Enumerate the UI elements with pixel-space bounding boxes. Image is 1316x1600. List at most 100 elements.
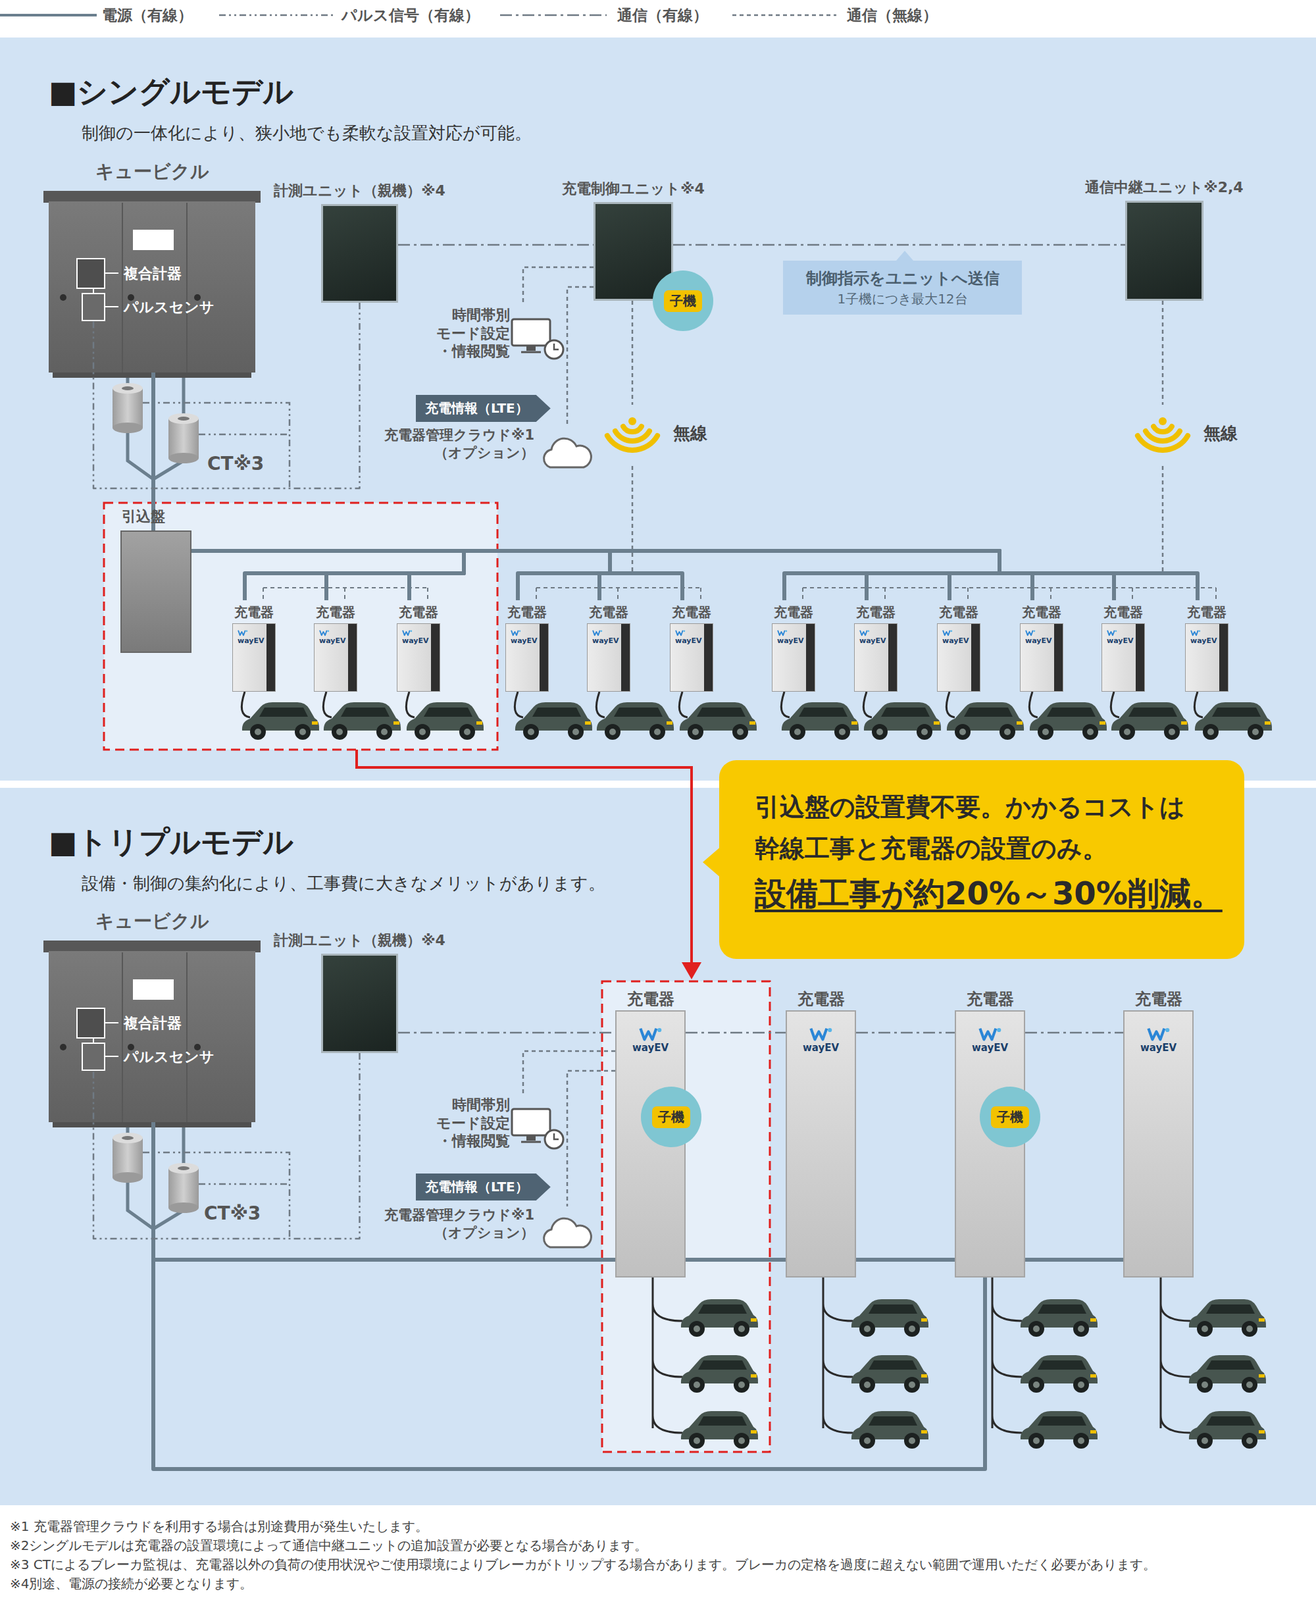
- node-label: 無線: [673, 421, 708, 445]
- node-label: 1子機につき最大12台: [836, 290, 968, 308]
- brand-mark: [675, 629, 686, 637]
- brand-mark: [1106, 629, 1118, 637]
- monitor-label: 時間帯別 モード設定 ・情報閲覧: [421, 1094, 560, 1154]
- connector: [191, 550, 1000, 601]
- slave-badge: 子機: [979, 1086, 1041, 1147]
- callout-box: 制御指示をユニットへ送信1子機につき最大12台: [783, 260, 1022, 315]
- node-label: パルスセンサ: [123, 297, 215, 318]
- monitor-label: 時間帯別 モード設定 ・情報閲覧: [421, 304, 560, 364]
- node-label: 充電器: [1183, 602, 1231, 624]
- node-label: 計測ユニット（親機）※4: [273, 930, 446, 951]
- charger-body: wayEV: [1123, 1010, 1194, 1278]
- brand-mark: [402, 629, 413, 637]
- node-label: 充電器: [954, 988, 1026, 1011]
- node-label: パルスセンサ: [123, 1046, 215, 1067]
- section-title: ■トリプルモデル: [48, 821, 294, 863]
- part-label: CT※3: [203, 1202, 261, 1224]
- wireless-label: 無線: [595, 404, 721, 464]
- footnote: ※3 CTによるブレーカ監視は、充電器以外の負荷の使用状況やご使用環境によりブレ…: [9, 1555, 1157, 1574]
- section-band: ■シングルモデル制御の一体化により、狭小地でも柔軟な設置対応が可能。キュービクル…: [0, 37, 1316, 781]
- cars-and-cables: [241, 587, 1272, 1449]
- tall-charger: 充電器wayEV: [785, 988, 857, 1278]
- control-unit: 計測ユニット（親機）※4: [321, 203, 399, 303]
- node-label: wayEV: [859, 636, 886, 645]
- charger-body: wayEV: [1101, 623, 1145, 692]
- brand-mark: [592, 629, 603, 637]
- tall-charger: 充電器wayEV子機: [954, 988, 1026, 1278]
- node-label: 無線: [1203, 421, 1238, 445]
- node-label: 充電器: [1017, 602, 1066, 624]
- node-label: wayEV: [777, 636, 804, 645]
- node-label: 充電器: [584, 602, 633, 624]
- node-label: 充電器: [503, 602, 551, 624]
- section-subtitle: 制御の一体化により、狭小地でも柔軟な設置対応が可能。: [81, 121, 532, 145]
- cloud-icon: [544, 1217, 592, 1247]
- lte-arrow: 充電情報（LTE）: [415, 1173, 551, 1201]
- legend-text: 通信（無線）: [846, 5, 938, 26]
- connector: [523, 267, 594, 305]
- connector: [191, 550, 1000, 601]
- node-label: wayEV: [237, 636, 264, 645]
- node-label: wayEV: [592, 636, 619, 645]
- wireless-icon: [1137, 417, 1188, 451]
- brand-mark: [1190, 629, 1201, 637]
- cubicle-drawing: [43, 940, 290, 1238]
- connector: [93, 1052, 360, 1239]
- node-label: 充電器: [230, 602, 278, 624]
- slave-badge: 子機: [640, 1086, 702, 1147]
- connector: [567, 1070, 616, 1207]
- cloud-icon: [544, 438, 592, 468]
- node-label: 充電情報（LTE）: [425, 1177, 529, 1196]
- connector: [191, 550, 464, 601]
- brand-mark: [777, 629, 788, 637]
- wireless-label: 無線: [1125, 404, 1251, 464]
- lte-arrow: 充電情報（LTE）: [415, 394, 551, 422]
- node-label: 時間帯別 モード設定 ・情報閲覧: [423, 305, 510, 361]
- node-label: 充電器: [1099, 602, 1147, 624]
- node-label: wayEV: [510, 636, 537, 645]
- connector: [191, 550, 1114, 601]
- tall-charger: 充電器wayEV: [1123, 988, 1194, 1278]
- brand-mark: [510, 629, 522, 637]
- service-panel: 引込盤: [120, 530, 192, 653]
- callout-pointer: [896, 250, 914, 261]
- charger-body: wayEV: [785, 1010, 857, 1278]
- node-label: キュービクル: [95, 908, 210, 934]
- panel-ground: [0, 37, 1316, 781]
- node-label: キュービクル: [95, 159, 210, 185]
- connector: [856, 1031, 955, 1034]
- connector: [1162, 300, 1165, 405]
- monitor-icon: [511, 1108, 564, 1149]
- charger-body: wayEV: [232, 623, 276, 692]
- connector: [191, 550, 1198, 601]
- node-label: 充電器: [785, 988, 857, 1011]
- node-label: 充電器: [769, 602, 818, 624]
- charger: 充電器 wayEV: [503, 602, 551, 692]
- connector: [567, 286, 594, 427]
- connector: [191, 550, 1033, 601]
- node-label: 引込盤: [121, 506, 166, 527]
- footnote: ※4別途、電源の接続が必要となります。: [9, 1574, 253, 1593]
- node-label: wayEV: [1106, 636, 1134, 645]
- charger-body: wayEV: [313, 623, 358, 692]
- brand-mark: [978, 1025, 1003, 1042]
- node-label: 子機: [990, 1106, 1030, 1128]
- wireless-icon: [607, 417, 658, 451]
- charger: 充電器wayEV: [935, 602, 983, 692]
- connector: [191, 550, 464, 601]
- connector: [631, 300, 634, 405]
- highlight-callout: 引込盤の設置費不要。かかるコストは 幹線工事と充電器の設置のみ。設備工事が約20…: [719, 759, 1245, 959]
- footnote: ※2シングルモデルは充電器の設置環境によって通信中継ユニットの追加設置が必要とな…: [9, 1536, 648, 1555]
- brand-mark: [1025, 629, 1036, 637]
- cubicle: キュービクル複合計器パルスセンサ: [48, 198, 256, 373]
- charger: 充電器 wayEV: [1099, 602, 1147, 692]
- node-label: 通信中継ユニット※2,4: [1085, 177, 1243, 198]
- connector: [398, 1031, 616, 1034]
- control-unit: 充電制御ユニット※4子機: [593, 202, 674, 301]
- node-label: wayEV: [942, 636, 969, 645]
- connector: [191, 550, 610, 601]
- node-label: 充電器: [667, 602, 716, 624]
- node-label: wayEV: [675, 636, 702, 645]
- node-label: wayEV: [1140, 1041, 1177, 1054]
